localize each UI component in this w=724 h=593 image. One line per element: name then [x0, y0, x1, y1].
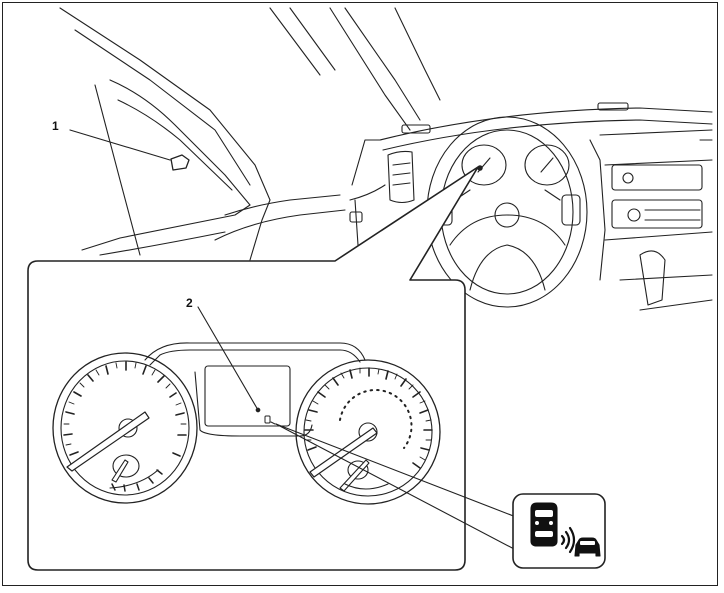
callout-1-label: 1 [52, 120, 59, 132]
door-pillar-drawing [60, 8, 345, 260]
blind-spot-icon-box [513, 494, 605, 568]
callout-2-label: 2 [186, 297, 193, 309]
sensor-1-icon [171, 155, 189, 170]
leader-line-1 [70, 130, 170, 160]
